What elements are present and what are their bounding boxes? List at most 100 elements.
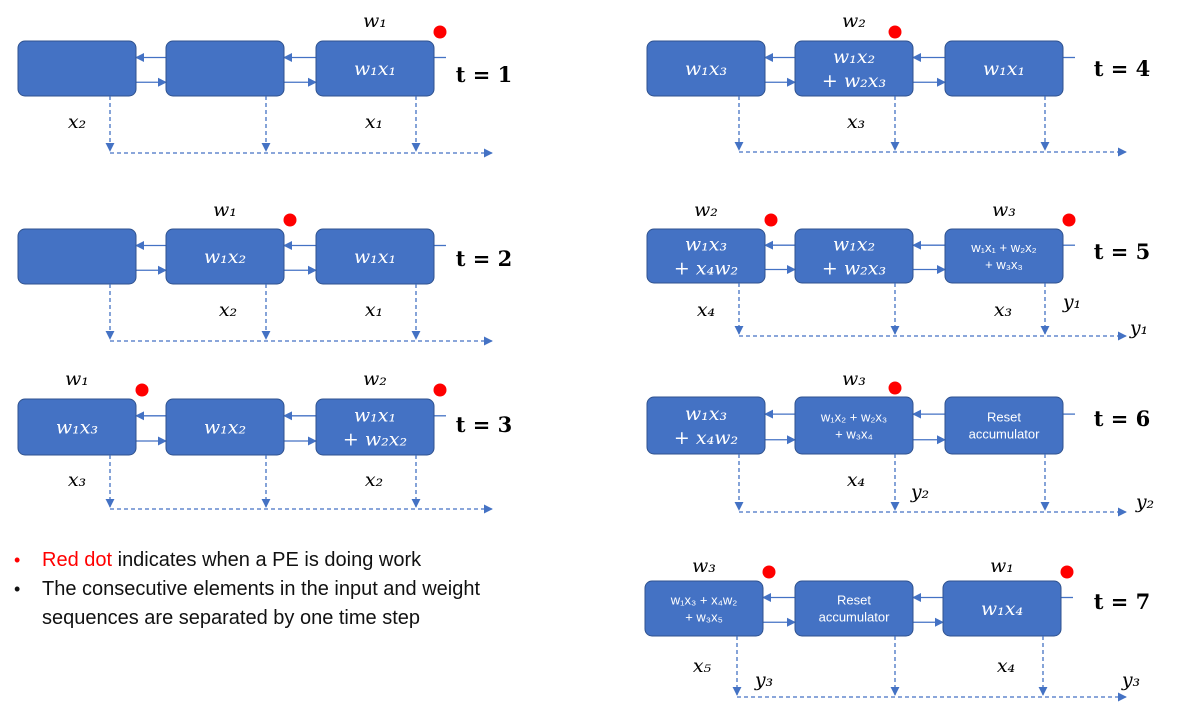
pe-value-text: w₁x₂: [833, 234, 875, 256]
pe-value-text: w₁x₁: [354, 405, 396, 427]
active-indicator-dot: [1062, 213, 1076, 227]
output-label: y₂: [1135, 491, 1154, 513]
input-label: x₃: [994, 299, 1012, 321]
processing-element: [646, 40, 766, 97]
input-label: x₃: [847, 111, 865, 133]
active-indicator-dot: [888, 381, 902, 395]
weight-label: w₁: [363, 10, 387, 32]
processing-element: [17, 228, 137, 285]
pe-value-text: + w₃x₅: [685, 610, 723, 625]
processing-element: [17, 40, 137, 97]
processing-element: [794, 40, 914, 97]
time-step-panel: w₁x₃+ x₄w₂ w₂ x₄ w₁x₂+ w₂x₃ w₁x₁ + w₂x₂ + w₃x…: [646, 199, 1150, 341]
input-label: x₂: [365, 469, 383, 491]
processing-element: [646, 396, 766, 455]
bullet-icon: •: [14, 579, 21, 599]
processing-element: [165, 228, 285, 285]
pe-value-text: + w₂x₃: [822, 70, 886, 92]
input-label: x₂: [219, 299, 237, 321]
active-indicator-dot: [283, 213, 297, 227]
weight-label: w₁: [990, 555, 1014, 577]
pe-value-text: + w₃x₃: [985, 257, 1023, 272]
pe-value-text: accumulator: [819, 610, 890, 625]
processing-element: [944, 396, 1064, 455]
processing-element: [794, 396, 914, 455]
pe-value-text: w₁x₂: [204, 417, 246, 439]
input-label: x₅: [693, 655, 712, 677]
time-step-label: t = 2: [456, 246, 513, 271]
input-label: x₄: [697, 299, 715, 321]
pe-value-text: w₁x₁: [354, 58, 396, 80]
pe-value-text: + w₂x₂: [343, 429, 407, 451]
processing-element: [315, 40, 435, 97]
processing-element: [315, 398, 435, 456]
pe-value-text: w₁x₁ + w₂x₂: [970, 240, 1036, 255]
processing-element: [315, 228, 435, 285]
pe-value-text: + w₃x₄: [835, 427, 873, 442]
pe-value-text: Reset: [987, 410, 1021, 425]
active-indicator-dot: [764, 213, 778, 227]
output-label: y₂: [910, 481, 929, 503]
processing-element: [944, 228, 1064, 284]
red-dot-label: Red dot: [42, 549, 113, 571]
time-step-label: t = 6: [1094, 406, 1151, 431]
active-indicator-dot: [433, 383, 447, 397]
active-indicator-dot: [135, 383, 149, 397]
pe-value-text: w₁x₃ + x₄w₂: [670, 593, 738, 608]
output-label: y₃: [754, 669, 773, 691]
weight-label: w₃: [842, 368, 866, 390]
pe-value-text: w₁x₂: [204, 246, 246, 268]
pe-value-text: accumulator: [969, 427, 1040, 442]
processing-element: [644, 580, 764, 637]
weight-label: w₁: [65, 368, 89, 390]
pe-value-text: w₁x₃: [685, 58, 727, 80]
input-label: x₃: [68, 469, 86, 491]
pe-value-text: + x₄w₂: [674, 258, 738, 280]
red-dot-description: indicates when a PE is doing work: [112, 549, 422, 571]
pe-value-text: w₁x₃: [685, 234, 727, 256]
active-indicator-dot: [1060, 565, 1074, 579]
pe-value-text: w₁x₁: [983, 58, 1025, 80]
active-indicator-dot: [433, 25, 447, 39]
pe-value-text: w₁x₃: [56, 417, 98, 439]
weight-label: w₁: [213, 199, 237, 221]
time-step-description: The consecutive elements in the input an…: [42, 578, 481, 629]
pe-value-text: + x₄w₂: [674, 427, 738, 449]
time-step-panel: w₁x₃ w₁x₂+ w₂x₃ w₂ x₃ w₁x₁ t = 4: [646, 10, 1151, 157]
output-label: y₁: [1062, 291, 1081, 313]
weight-label: w₃: [692, 555, 716, 577]
pe-value-text: + w₂x₃: [822, 258, 886, 280]
pe-value-text: w₁x₄: [981, 598, 1023, 620]
weight-label: w₂: [842, 10, 866, 32]
processing-element: [17, 398, 137, 456]
pe-value-text: Reset: [837, 593, 871, 608]
input-label: x₄: [847, 469, 865, 491]
output-label: y₃: [1121, 669, 1140, 691]
time-step-label: t = 7: [1094, 589, 1151, 614]
input-label: x₁: [365, 111, 383, 133]
weight-label: w₂: [363, 368, 387, 390]
processing-element: [942, 580, 1062, 637]
active-indicator-dot: [888, 25, 902, 39]
bullet-icon: •: [14, 550, 21, 570]
processing-element: [165, 398, 285, 456]
input-label: x₄: [997, 655, 1015, 677]
pe-value-text: w₁x₃: [685, 403, 727, 425]
weight-label: w₂: [694, 199, 718, 221]
processing-element: [165, 40, 285, 97]
note-red-dot: • Red dot indicates when a PE is doing w…: [14, 546, 574, 575]
pe-value-text: w₁x₂: [833, 46, 875, 68]
output-label: y₁: [1129, 317, 1148, 339]
weight-label: w₃: [992, 199, 1016, 221]
time-step-label: t = 4: [1094, 56, 1151, 81]
processing-element: [794, 228, 914, 284]
processing-element: [944, 40, 1064, 97]
time-step-label: t = 1: [456, 62, 513, 87]
pe-value-text: w₁x₁: [354, 246, 396, 268]
